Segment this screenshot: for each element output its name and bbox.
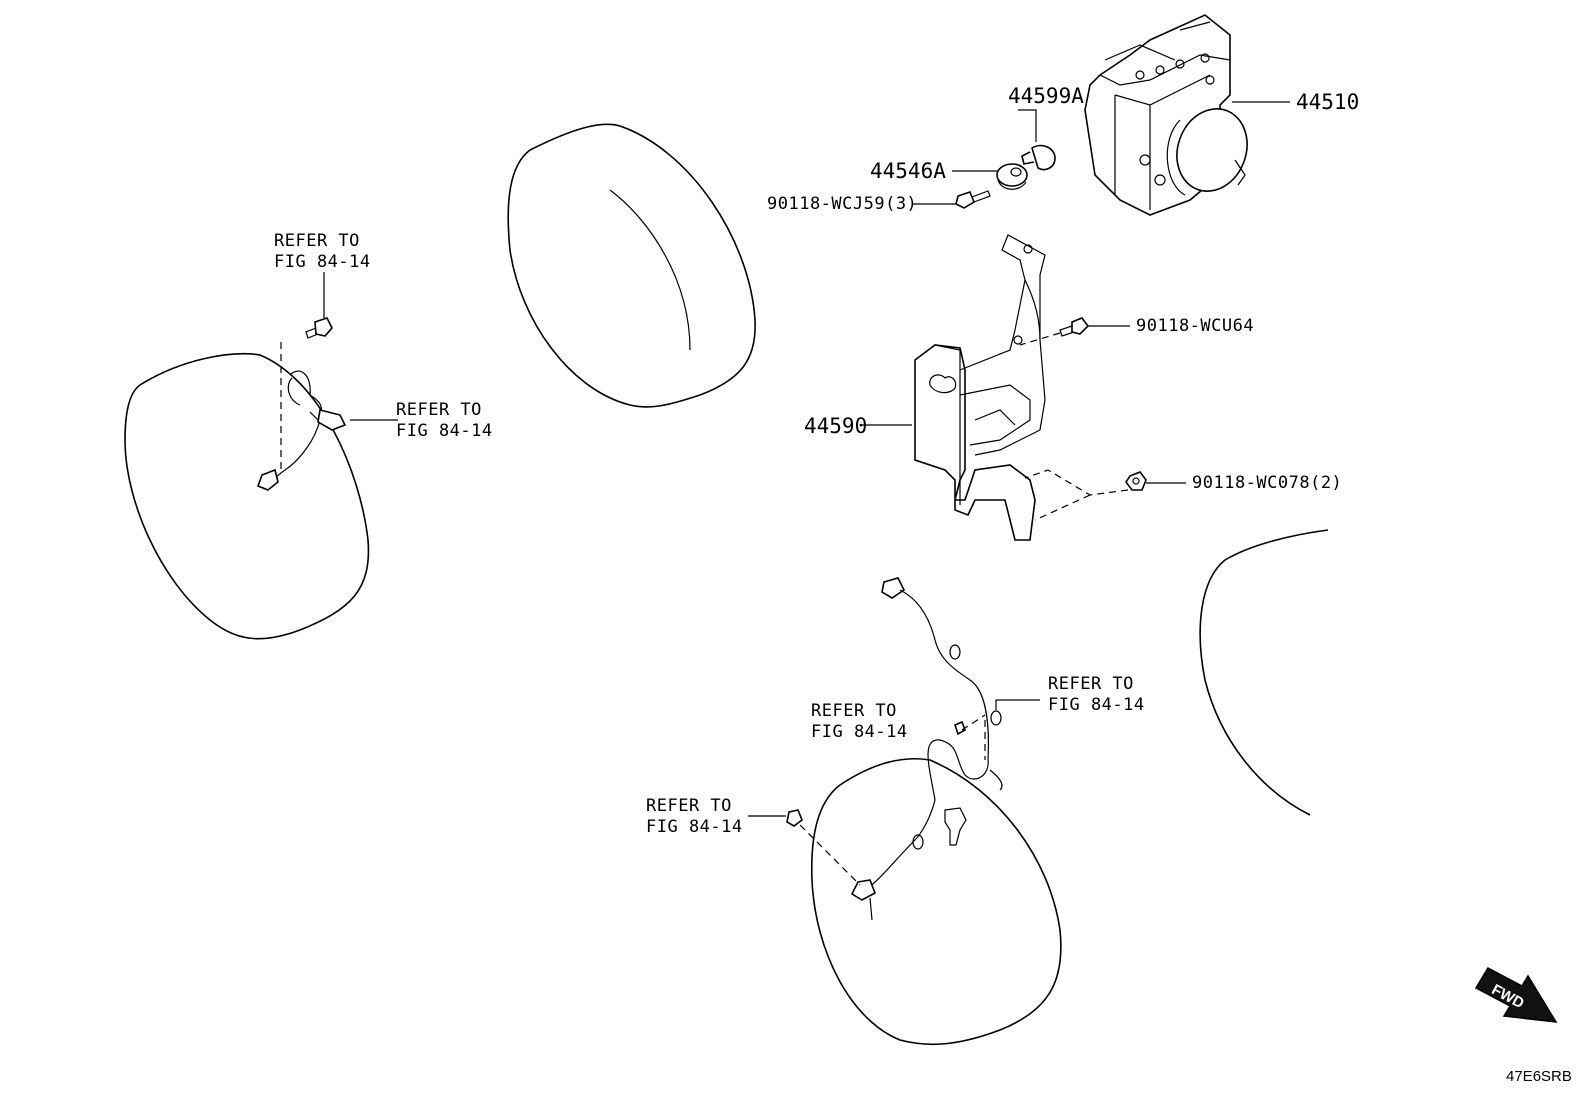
refer-note-1-line2[interactable]: FIG 84-14 bbox=[274, 252, 371, 272]
cushion-part[interactable] bbox=[996, 163, 1028, 190]
refer-note-2-line2[interactable]: FIG 84-14 bbox=[396, 421, 493, 441]
refer-note-3-line2[interactable]: FIG 84-14 bbox=[1048, 695, 1145, 715]
callout-44599a[interactable]: 44599A bbox=[1008, 84, 1084, 108]
left-speed-sensor[interactable] bbox=[256, 370, 347, 491]
callout-44590[interactable]: 44590 bbox=[804, 414, 867, 438]
dash-right-lower bbox=[799, 824, 861, 886]
callout-wc078[interactable]: 90118-WC078(2) bbox=[1192, 473, 1342, 493]
refer-note-4-line1[interactable]: REFER TO bbox=[811, 701, 897, 721]
rear-tire bbox=[507, 123, 756, 408]
refer-note-5-line2[interactable]: FIG 84-14 bbox=[646, 817, 743, 837]
abs-actuator-assembly[interactable] bbox=[1084, 14, 1258, 216]
right-sensor-bolt-upper[interactable] bbox=[954, 720, 966, 736]
callout-44546a[interactable]: 44546A bbox=[870, 159, 946, 183]
callout-wcj59[interactable]: 90118-WCJ59(3) bbox=[767, 194, 917, 214]
bolt-wcj59[interactable] bbox=[955, 190, 991, 209]
bolt-wcu64[interactable] bbox=[1059, 317, 1090, 337]
dash-right-upper bbox=[961, 714, 986, 731]
refer-note-1-line1[interactable]: REFER TO bbox=[274, 231, 360, 251]
right-speed-sensor[interactable] bbox=[850, 577, 1003, 921]
right-sensor-bolt-lower[interactable] bbox=[786, 809, 803, 827]
left-front-wheel bbox=[124, 352, 370, 640]
nut-wc078[interactable] bbox=[1125, 471, 1147, 491]
actuator-bracket[interactable] bbox=[914, 234, 1046, 541]
refer-note-5-line1[interactable]: REFER TO bbox=[646, 796, 732, 816]
right-rear-wheel bbox=[1199, 529, 1329, 816]
leader-44599a bbox=[1018, 109, 1037, 142]
dash-wcu64 bbox=[1019, 332, 1061, 346]
dash-wc078 bbox=[1024, 469, 1129, 521]
fwd-arrow-icon: FWD bbox=[1474, 967, 1558, 1023]
diagram-code: 47E6SRB bbox=[1506, 1068, 1572, 1085]
refer-note-2-line1[interactable]: REFER TO bbox=[396, 400, 482, 420]
refer-note-4-line2[interactable]: FIG 84-14 bbox=[811, 722, 908, 742]
left-sensor-bolt[interactable] bbox=[305, 317, 333, 339]
callout-44510[interactable]: 44510 bbox=[1296, 90, 1359, 114]
refer-note-3-line1[interactable]: REFER TO bbox=[1048, 674, 1134, 694]
bushing-bolt-part[interactable] bbox=[1021, 144, 1056, 171]
right-front-wheel bbox=[810, 757, 1062, 1046]
callout-wcu64[interactable]: 90118-WCU64 bbox=[1136, 316, 1254, 336]
